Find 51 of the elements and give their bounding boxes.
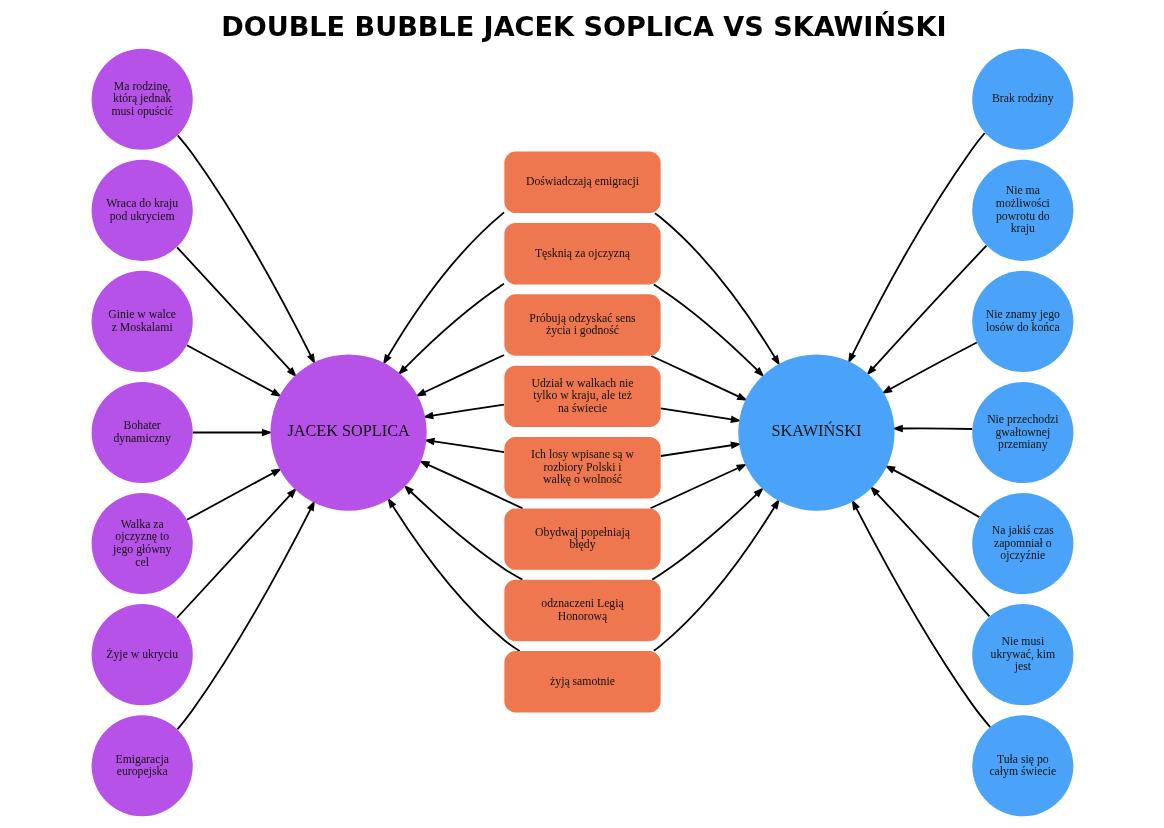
node-box: Tęsknią za ojczyzną (503, 222, 661, 285)
node-circle: Bohater dynamiczny (91, 381, 193, 484)
arrow (176, 134, 315, 365)
arrow (649, 463, 747, 510)
node-circle: Emigaracja europejska (91, 715, 193, 817)
arrow (659, 441, 742, 457)
arrow (176, 500, 315, 731)
arrow (652, 283, 764, 378)
arrow (414, 354, 505, 397)
node-circle: Żyje w ukryciu (91, 604, 193, 706)
arrow (880, 341, 978, 394)
arrow (175, 487, 297, 619)
arrow (653, 212, 780, 367)
arrow (386, 497, 520, 652)
arrow (891, 424, 973, 433)
arrow (397, 282, 505, 376)
arrow (403, 484, 523, 581)
node-circle: Tuła się po całym świecie (971, 715, 1073, 817)
arrow (175, 246, 297, 378)
node-circle: Wraca do kraju pod ukryciem (91, 159, 193, 261)
arrow (650, 487, 764, 581)
node-circle: Ginie w walce z Moskalami (91, 270, 193, 372)
arrow (185, 344, 282, 397)
arrow (191, 428, 273, 437)
node-circle: Nie musi ukrywać, kim jest (971, 604, 1073, 706)
arrow (418, 460, 523, 510)
node-circle: Walka za ojczyznę to jego główny cel (91, 493, 193, 595)
arrow (652, 498, 780, 652)
node-circle: Ma rodzinę, którą jednak musi opuścić (91, 48, 193, 150)
node-box: odznaczeni Legią Honorową (503, 579, 661, 642)
node-box: Doświadczają emigracji (503, 151, 661, 214)
node-circle: Nie ma możliwości powrotu do kraju (971, 159, 1073, 261)
arrow (659, 407, 742, 424)
node-circle: Nie znamy jego losów do końca (971, 270, 1073, 372)
arrow (382, 211, 505, 366)
arrow (423, 437, 505, 453)
arrow (865, 244, 987, 376)
node-box: Obydwaj popełniają błędy (503, 508, 661, 570)
node-box: Udział w walkach nie tylko w kraju, ale też na świecie (503, 365, 661, 428)
arrow (185, 468, 282, 521)
node-circle: Na jakiś czas zapomniał o ojczyźnie (971, 493, 1073, 595)
arrow (851, 499, 991, 729)
arrow (869, 485, 990, 618)
arrow (847, 132, 986, 364)
node-circle: Brak rodziny (971, 48, 1073, 150)
node-box: Próbują odzyskać sens życia i godność (503, 294, 661, 356)
node-box: Ich losy wpisane są w rozbiory Polski i walkę o wolność (503, 437, 661, 499)
node-box: żyją samotnie (503, 651, 661, 713)
arrow (649, 355, 748, 401)
node-circle: Nie przechodzi gwałtownej przemiany (971, 381, 1073, 484)
diagram-title: DOUBLE BUBBLE JACEK SOPLICA VS SKAWIŃSKI (220, 11, 947, 43)
